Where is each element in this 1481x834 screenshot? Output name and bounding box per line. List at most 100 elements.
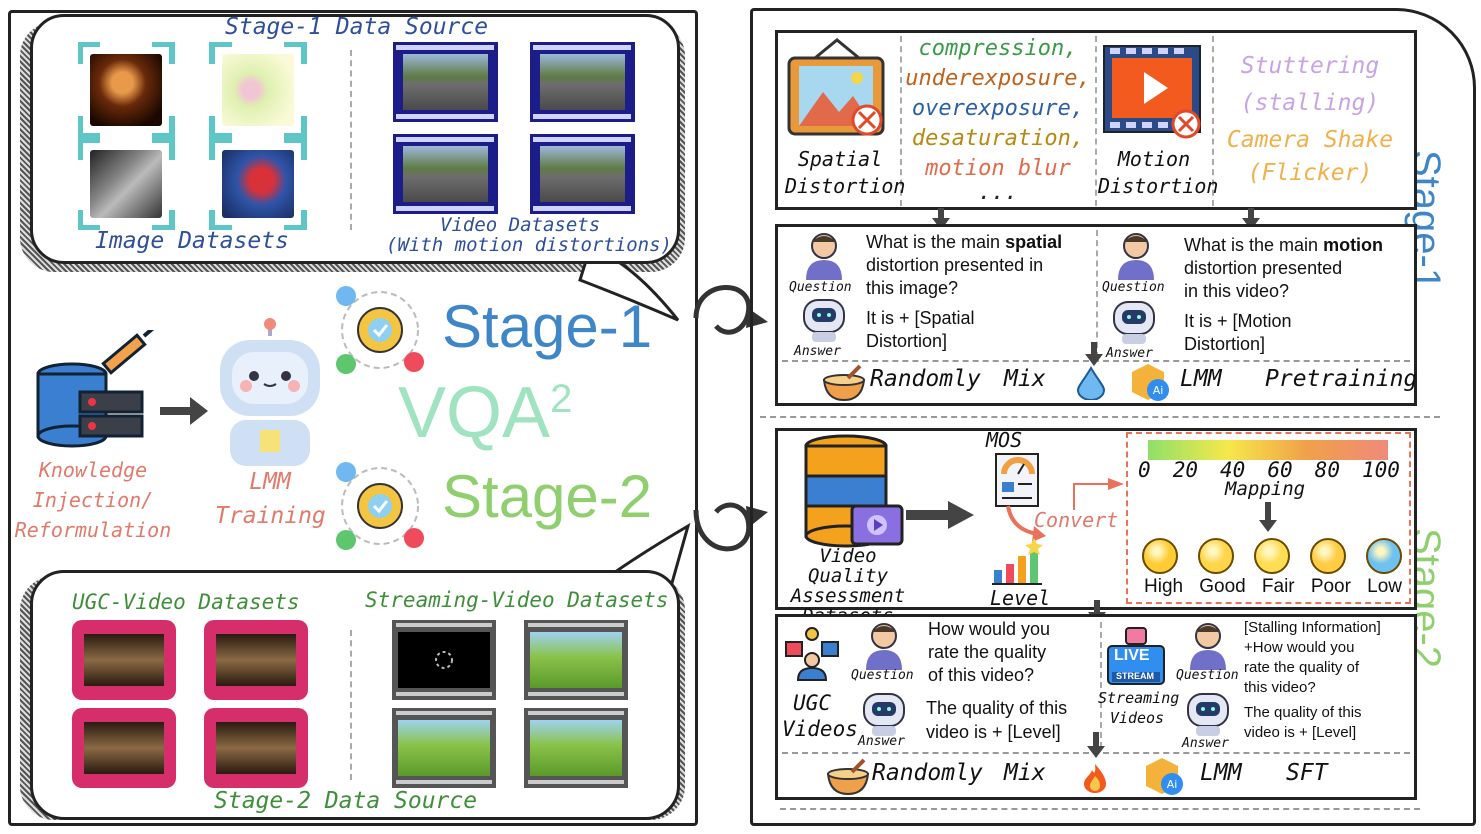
spatial-distortion-label: Spatial Distortion [785,147,906,198]
arrow-to-lmm-shaft [160,407,192,415]
question-avatar-4 [1190,623,1226,670]
level-names: High Good Fair Poor Low [1144,576,1402,598]
video-dataset-films [393,42,635,214]
scale-tick-4: 80 [1314,458,1340,482]
motion-distortion-label: Motion Distortion [1098,147,1219,198]
qa1-question: What is the main spatial distortion pres… [866,231,1094,300]
emoji-low-icon [1366,538,1402,574]
ugc-videos-label: UGC Videos [782,691,858,741]
motion-type-3: (Flicker) [1247,160,1373,186]
lmm-ai-icon-2: Ai [1146,758,1183,795]
answer-label-3: Answer [858,734,905,749]
qa1-q-pre: What is the main [866,232,1006,252]
mixing-bowl-icon-1 [822,364,866,402]
spatial-types-list: compression, underexposure, overexposure… [898,34,1098,205]
mixing-bowl-icon-2 [826,758,870,796]
divider-d3 [1212,36,1214,206]
lmm-ai-icon-1: Ai [1132,364,1169,401]
streaming-datasets-label: Streaming-Video Datasets [365,588,669,612]
qa2-q-post: distortion presented in this video? [1184,258,1343,301]
mix1-stage: Pretraining [1265,366,1418,392]
image-thumb-2 [222,54,294,126]
knowledge-injection-label: Knowledge Injection/ Reformulation [14,458,172,542]
motion-type-1: (stalling) [1240,90,1380,116]
scale-tick-3: 60 [1267,458,1293,482]
stage2-source-title: Stage-2 Data Source [214,788,478,814]
image-thumb-1 [90,54,162,126]
motion-type-2: Camera Shake [1226,127,1394,153]
mapping-label: Mapping [1225,478,1306,500]
question-label-1: Question [789,280,852,295]
mos-label: MOS [986,428,1023,452]
question-avatar-1 [806,233,842,280]
scale-tick-2: 40 [1220,458,1246,482]
arrow-motion-shaft [1248,208,1254,220]
answer-robot-4 [1187,693,1229,736]
image-frame-brackets [78,42,307,230]
fire-icon [1084,764,1106,793]
mix2-randomly: Randomly [872,760,983,786]
arrow-mix1-shaft [1091,342,1097,356]
ugc-videos-icon [785,627,839,681]
emoji-good-icon [1198,538,1234,574]
divider-qa2 [1100,622,1102,748]
motion-type-0: Stuttering [1240,53,1380,79]
answer-label-4: Answer [1182,736,1229,751]
answer-robot-1 [803,299,845,342]
arrow-to-lmm-head [190,397,208,425]
level-name-3: Poor [1310,576,1351,597]
scale-tick-5: 100 [1362,458,1400,482]
qa2-answer: It is + [Motion Distortion] [1184,311,1292,354]
image-thumb-4 [222,150,294,218]
vqa2-title: VQA2 [398,372,572,454]
arrow-db-head [948,501,974,529]
mix2-mix: Mix [1004,760,1046,786]
answer-label-1: Answer [794,344,841,359]
stage1-source-title: Stage-1 Data Source [225,14,489,40]
motion-types-list: Stuttering (stalling) Camera Shake (Flic… [1214,50,1406,190]
video-datasets-label: Video Datasets [440,214,601,236]
arrow-mix2-head [1087,746,1105,758]
question-label-4: Question [1176,668,1239,683]
stage-separator [760,416,1440,418]
convert-bracket-arrow [1073,478,1124,510]
image-thumb-3 [90,150,162,218]
emoji-poor-icon [1310,538,1346,574]
arrow-mapping-head [1259,520,1277,532]
database-syringe-icon [36,330,155,448]
qa2-question: What is the main motion distortion prese… [1184,234,1412,303]
mapping-box [1126,432,1411,604]
spatial-type-5: ... [978,180,1018,205]
mix1-randomly: Randomly [870,366,981,392]
question-avatar-2 [1118,233,1154,280]
mix2-stage: SFT [1286,760,1328,786]
level-name-0: High [1144,576,1184,597]
video-datasets-sublabel: (With motion distortions) [386,234,672,256]
vqa-database-icon [804,434,904,548]
qa3-question: How would you rate the quality of this v… [928,619,1051,685]
qa2-q-bold: motion [1323,235,1384,255]
stage2-center-label: Stage-2 [442,463,653,530]
level-name-1: Good [1199,576,1246,597]
arrow-mapping-shaft [1265,502,1271,522]
picture-frame-icon [787,38,885,136]
right-panel [750,8,1476,826]
mix1-mix: Mix [1004,366,1046,392]
arrow-sft-shaft [1094,600,1100,614]
vqa-title-sup: 2 [550,377,573,421]
scale-tick-1: 20 [1172,458,1198,482]
qa3-answer: The quality of this video is + [Level] [926,698,1068,742]
qa1-answer: It is + [Spatial Distortion] [866,308,975,351]
divider-qa1 [1096,230,1098,358]
question-avatar-3 [866,623,902,670]
answer-robot-3 [863,693,905,736]
divider-d2 [1095,36,1097,206]
mos-report-icon [995,453,1039,507]
level-bars-icon [992,538,1043,585]
qa2-q-pre: What is the main [1184,235,1324,255]
live-badge: LIVE [1114,647,1150,664]
spatial-type-3: desaturation, [911,126,1085,151]
ugc-video-thumbs [72,620,308,788]
image-datasets-label: Image Datasets [95,228,289,254]
level-emojis [1142,538,1402,574]
